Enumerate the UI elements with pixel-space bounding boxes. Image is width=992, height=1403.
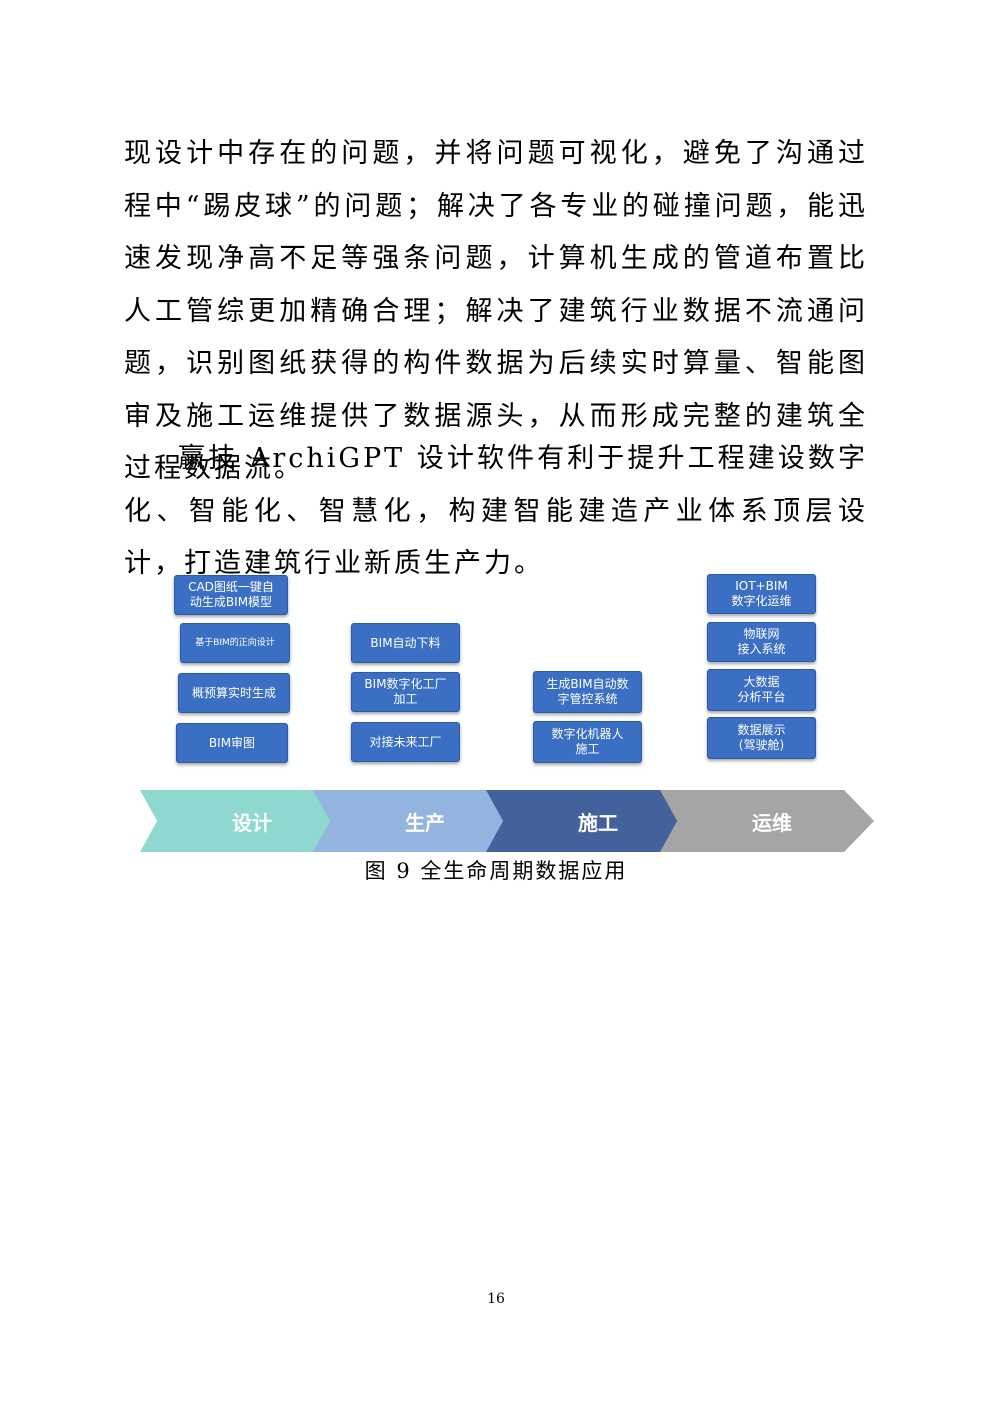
stage-construction-chevron: 施工 xyxy=(486,790,700,852)
operation-box-4: 数据展示 (驾驶舱) xyxy=(707,717,816,759)
construction-box-2: 数字化机器人 施工 xyxy=(533,721,642,763)
operation-box-2: 物联网 接入系统 xyxy=(707,622,816,662)
stage-production-chevron: 生产 xyxy=(313,790,527,852)
construction-box-1: 生成BIM自动数 字管控系统 xyxy=(533,671,642,713)
stage-construction-label: 施工 xyxy=(578,810,618,835)
stage-design-label: 设计 xyxy=(232,810,272,835)
operation-box-3: 大数据 分析平台 xyxy=(707,669,816,711)
design-box-3: 概预算实时生成 xyxy=(178,673,290,713)
lifecycle-figure: CAD图纸一键自 动生成BIM模型 基于BIM的正向设计 概预算实时生成 BIM… xyxy=(138,568,874,858)
page-number: 16 xyxy=(487,1291,505,1307)
operation-box-1: IOT+BIM 数字化运维 xyxy=(707,574,816,614)
stage-operation-chevron: 运维 xyxy=(660,790,874,852)
body-paragraph-2: 赢技 ArchiGPT 设计软件有利于提升工程建设数字化、智能化、智慧化，构建智… xyxy=(124,443,868,579)
production-box-3: 对接未来工厂 xyxy=(351,722,460,762)
design-box-4: BIM审图 xyxy=(176,723,288,763)
design-box-2: 基于BIM的正向设计 xyxy=(180,623,290,663)
body-paragraph-1: 现设计中存在的问题，并将问题可视化，避免了沟通过程中“踢皮球”的问题；解决了各专… xyxy=(124,138,868,484)
production-box-1: BIM自动下料 xyxy=(351,623,460,663)
stage-operation-label: 运维 xyxy=(752,810,792,835)
stage-design-chevron: 设计 xyxy=(140,790,354,852)
design-box-1: CAD图纸一键自 动生成BIM模型 xyxy=(174,575,288,615)
production-box-2: BIM数字化工厂 加工 xyxy=(351,672,460,712)
figure-caption: 图 9 全生命周期数据应用 xyxy=(364,859,628,883)
stage-production-label: 生产 xyxy=(405,810,445,835)
